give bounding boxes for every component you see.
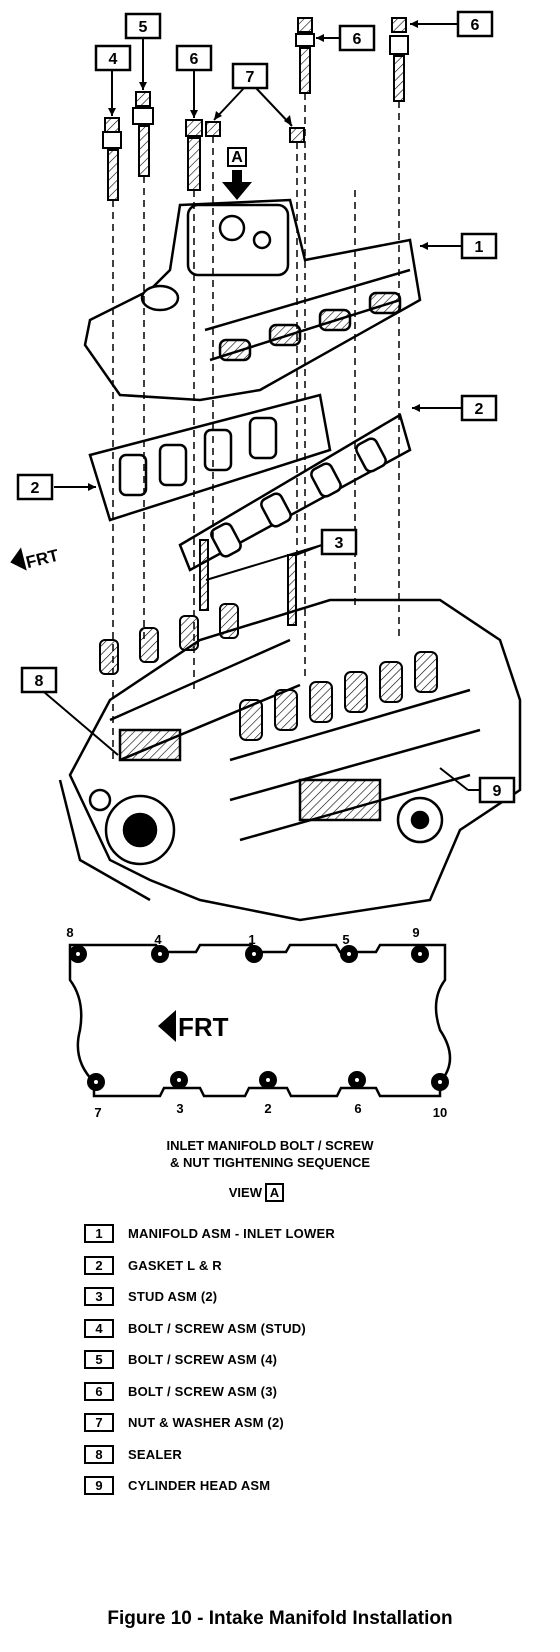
callout-5: 5 bbox=[124, 12, 162, 90]
legend-number: 9 bbox=[84, 1476, 114, 1496]
sequence-caption-2: & NUT TIGHTENING SEQUENCE bbox=[170, 1155, 370, 1170]
legend-label: BOLT / SCREW ASM (3) bbox=[128, 1383, 278, 1399]
frt-lower-label: FRT bbox=[178, 1012, 229, 1042]
sequence-bolt-holes bbox=[69, 945, 449, 1091]
frt-arrow-upper: FRT bbox=[10, 546, 61, 573]
legend-label: GASKET L & R bbox=[128, 1257, 222, 1273]
seq-bottom-5: 10 bbox=[433, 1105, 447, 1120]
legend-row: 1 MANIFOLD ASM - INLET LOWER bbox=[84, 1218, 504, 1250]
callout-2-left: 2 bbox=[16, 473, 96, 501]
callout-8: 8 bbox=[20, 666, 119, 756]
seq-top-1: 8 bbox=[66, 925, 73, 940]
legend-label: MANIFOLD ASM - INLET LOWER bbox=[128, 1226, 335, 1242]
callout-7: 7 bbox=[213, 62, 293, 127]
callout-1-label: 1 bbox=[475, 239, 484, 256]
callout-2-left-label: 2 bbox=[31, 480, 40, 497]
legend-label: CYLINDER HEAD ASM bbox=[128, 1478, 271, 1494]
legend-row: 7 NUT & WASHER ASM (2) bbox=[84, 1407, 504, 1439]
view-a-marker: A bbox=[222, 147, 252, 200]
engine-block bbox=[58, 598, 522, 922]
callout-6-right: 6 bbox=[410, 10, 494, 38]
frt-upper-label: FRT bbox=[24, 546, 61, 573]
view-a-marker-label: A bbox=[231, 149, 243, 166]
legend-row: 6 BOLT / SCREW ASM (3) bbox=[84, 1376, 504, 1408]
callout-9: 9 bbox=[439, 767, 516, 804]
legend-row: 8 SEALER bbox=[84, 1439, 504, 1471]
legend-row: 9 CYLINDER HEAD ASM bbox=[84, 1470, 504, 1502]
callout-9-label: 9 bbox=[493, 783, 502, 800]
callout-3: 3 bbox=[205, 528, 358, 581]
callout-8-label: 8 bbox=[35, 673, 44, 690]
parts-legend: 1 MANIFOLD ASM - INLET LOWER 2 GASKET L … bbox=[84, 1218, 504, 1502]
legend-number: 1 bbox=[84, 1224, 114, 1244]
callout-3-label: 3 bbox=[335, 535, 344, 552]
seq-bottom-2: 3 bbox=[176, 1101, 183, 1116]
legend-label: SEALER bbox=[128, 1446, 182, 1462]
seq-bottom-3: 2 bbox=[264, 1101, 271, 1116]
callout-5-label: 5 bbox=[139, 19, 148, 36]
seq-top-4: 5 bbox=[342, 932, 349, 947]
legend-label: BOLT / SCREW ASM (4) bbox=[128, 1352, 278, 1368]
fasteners bbox=[102, 17, 409, 626]
seq-top-2: 4 bbox=[154, 932, 162, 947]
alignment-lines bbox=[112, 93, 400, 760]
gasket-left bbox=[88, 393, 332, 522]
callout-6-mid-label: 6 bbox=[353, 31, 362, 48]
frt-arrow-lower bbox=[158, 1010, 176, 1042]
callout-6-mid: 6 bbox=[316, 24, 376, 52]
legend-label: STUD ASM (2) bbox=[128, 1289, 218, 1305]
gasket-right bbox=[178, 413, 412, 572]
callout-6-right-label: 6 bbox=[471, 17, 480, 34]
callout-2-right-label: 2 bbox=[475, 401, 484, 418]
callout-6-left-label: 6 bbox=[190, 51, 199, 68]
legend-label: BOLT / SCREW ASM (STUD) bbox=[128, 1320, 306, 1336]
callout-7-label: 7 bbox=[246, 69, 255, 86]
callout-4: 4 bbox=[94, 44, 132, 116]
figure-caption: Figure 10 - Intake Manifold Installation bbox=[107, 1608, 453, 1629]
legend-row: 3 STUD ASM (2) bbox=[84, 1281, 504, 1313]
sequence-caption-1: INLET MANIFOLD BOLT / SCREW bbox=[166, 1138, 374, 1153]
seq-top-5: 9 bbox=[412, 925, 419, 940]
legend-number: 3 bbox=[84, 1287, 114, 1307]
seq-bottom-4: 6 bbox=[354, 1101, 361, 1116]
seq-top-3: 1 bbox=[248, 932, 255, 947]
legend-row: 2 GASKET L & R bbox=[84, 1250, 504, 1282]
legend-number: 6 bbox=[84, 1381, 114, 1401]
callout-1: 1 bbox=[420, 232, 498, 260]
legend-number: 8 bbox=[84, 1444, 114, 1464]
seq-bottom-1: 7 bbox=[94, 1105, 101, 1120]
legend-label: NUT & WASHER ASM (2) bbox=[128, 1415, 284, 1431]
callout-4-label: 4 bbox=[109, 51, 118, 68]
legend-number: 4 bbox=[84, 1318, 114, 1338]
callout-2-right: 2 bbox=[412, 394, 498, 422]
view-box-label: A bbox=[270, 1185, 280, 1200]
callout-6-left: 6 bbox=[175, 44, 213, 118]
legend-number: 2 bbox=[84, 1255, 114, 1275]
view-label: VIEW bbox=[229, 1185, 263, 1200]
legend-row: 4 BOLT / SCREW ASM (STUD) bbox=[84, 1313, 504, 1345]
legend-number: 7 bbox=[84, 1413, 114, 1433]
inlet-manifold bbox=[83, 198, 422, 402]
legend-number: 5 bbox=[84, 1350, 114, 1370]
legend-row: 5 BOLT / SCREW ASM (4) bbox=[84, 1344, 504, 1376]
sequence-diagram: 8 4 1 5 9 7 3 2 6 10 FRT INLET MANIFOLD … bbox=[66, 925, 452, 1202]
